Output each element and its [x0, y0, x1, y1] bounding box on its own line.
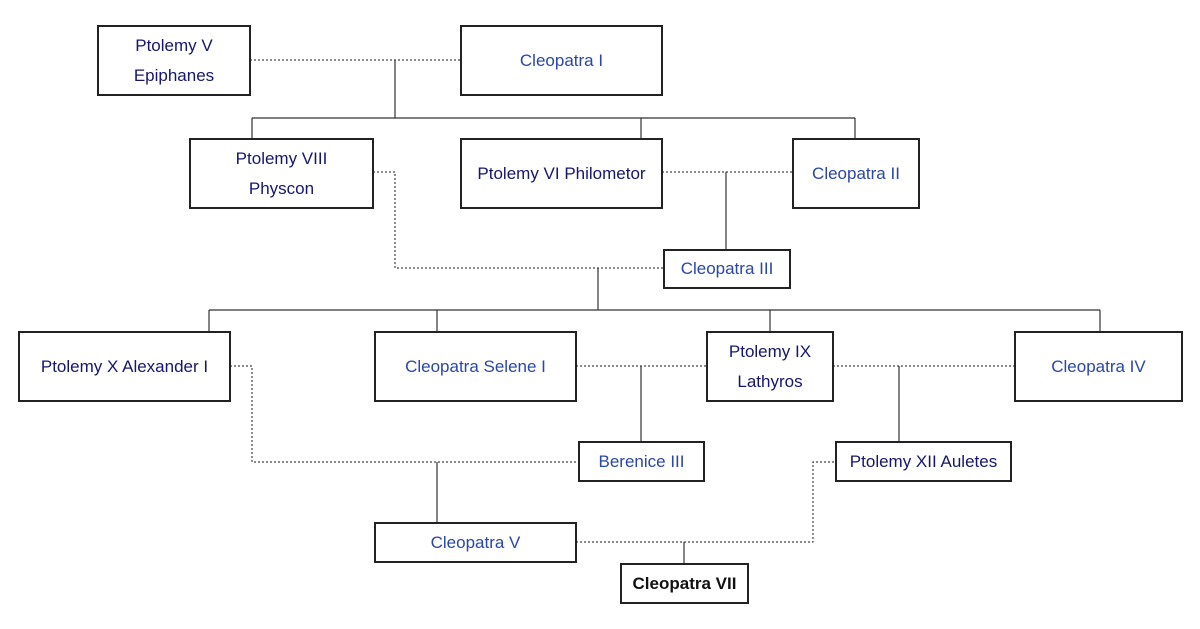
person-cleopatra-i: Cleopatra I	[460, 25, 663, 96]
person-ptolemy-viii: Ptolemy VIII Physcon	[189, 138, 374, 209]
person-cleopatra-v: Cleopatra V	[374, 522, 577, 563]
person-ptolemy-x: Ptolemy X Alexander I	[18, 331, 231, 402]
person-berenice-iii: Berenice III	[578, 441, 705, 482]
descent-line	[640, 366, 900, 441]
person-cleopatra-ii: Cleopatra II	[792, 138, 920, 209]
descent-line	[251, 60, 856, 138]
marriage-line	[230, 365, 578, 463]
marriage-line	[373, 171, 663, 269]
person-cleopatra-vii: Cleopatra VII	[620, 563, 749, 604]
person-cleopatra-selene-i: Cleopatra Selene I	[374, 331, 577, 402]
descent-line	[208, 268, 1101, 331]
marriage-line	[576, 461, 835, 543]
person-cleopatra-iv: Cleopatra IV	[1014, 331, 1183, 402]
person-ptolemy-xii: Ptolemy XII Auletes	[835, 441, 1012, 482]
person-ptolemy-vi: Ptolemy VI Philometor	[460, 138, 663, 209]
person-ptolemy-v: Ptolemy V Epiphanes	[97, 25, 251, 96]
person-ptolemy-ix: Ptolemy IX Lathyros	[706, 331, 834, 402]
person-cleopatra-iii: Cleopatra III	[663, 249, 791, 289]
